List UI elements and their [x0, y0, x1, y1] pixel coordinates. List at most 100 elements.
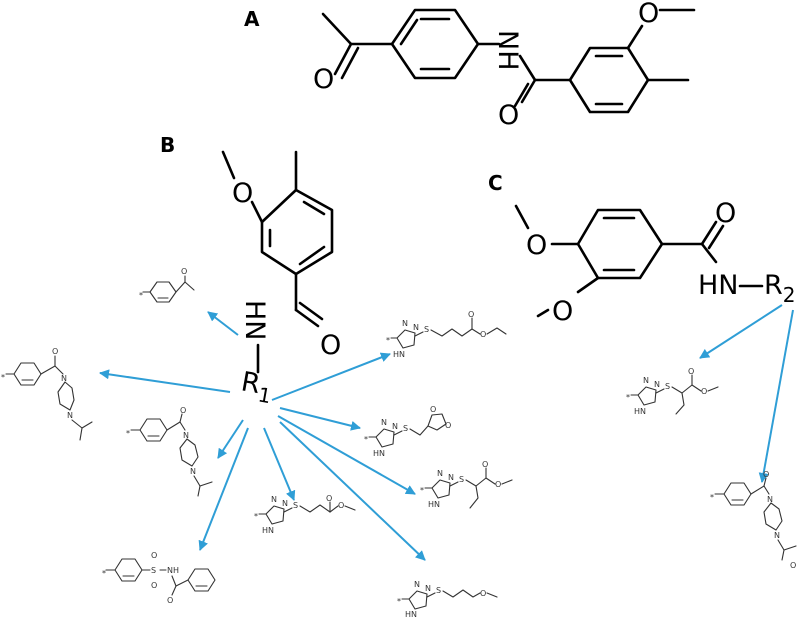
atom-n: N	[282, 499, 288, 508]
r2-symbol: R	[764, 270, 783, 301]
atom-s: S	[424, 325, 429, 334]
atom-o: O	[232, 178, 253, 209]
panel-c: C O O O HN R2 * N	[488, 171, 797, 570]
atom-o: O	[480, 330, 486, 339]
atom-s: S	[665, 382, 670, 391]
substituent-r2-triazole-butanoate: * N N HN S O O	[626, 367, 719, 416]
atom-o: O	[498, 100, 519, 131]
atom-hn: HN	[262, 526, 274, 535]
atom-o: O	[701, 387, 707, 396]
atom-o: O	[430, 405, 436, 414]
atom-o: O	[763, 470, 769, 479]
atom-n: N	[774, 531, 780, 540]
molecule-c-core-bonds	[514, 204, 764, 318]
atom-hn: HN	[393, 350, 405, 359]
attachment-point: *	[364, 435, 368, 444]
attachment-point: *	[397, 597, 401, 606]
substituent-r2-acetylpiperazine: * O N N O	[710, 470, 797, 570]
substituent-triazole-butanoate-b: * N N HN S O O	[420, 460, 513, 509]
r1-subscript: 1	[256, 382, 273, 408]
atom-n: N	[183, 431, 189, 440]
atom-nh: NH	[492, 30, 523, 71]
atom-o: O	[468, 310, 474, 319]
r1-label: R1	[238, 366, 275, 408]
atom-hn: HN	[239, 300, 270, 341]
atom-n: N	[413, 323, 419, 332]
atom-o: O	[445, 421, 451, 430]
atom-n: N	[767, 495, 773, 504]
r2-label: R2	[764, 270, 796, 307]
attachment-point: *	[254, 512, 258, 521]
atom-s: S	[403, 424, 408, 433]
atom-o: O	[320, 330, 341, 361]
atom-o: O	[495, 480, 501, 489]
atom-n: N	[402, 319, 408, 328]
panel-label-c: C	[488, 171, 503, 195]
atom-o: O	[338, 501, 344, 510]
atom-s: S	[459, 475, 464, 484]
atom-hn: HN	[634, 407, 646, 416]
atom-o: O	[715, 198, 736, 229]
atom-hn: HN	[698, 270, 739, 301]
atom-n: N	[414, 580, 420, 589]
atom-o: O	[151, 551, 157, 560]
attachment-point: *	[420, 486, 424, 495]
atom-hn: HN	[428, 500, 440, 509]
atom-n: N	[61, 374, 67, 383]
panel-label-b: B	[160, 133, 175, 157]
attachment-point: *	[139, 291, 143, 300]
substituent-triazole-ether: * N N HN S O	[397, 580, 498, 617]
substituent-triazole-dioxolane: * N N HN S O O	[364, 405, 451, 458]
substituent-sulfonamide: * S O O N H O	[102, 551, 216, 605]
substituent-triazole-propanoate: * N N HN S O O	[254, 494, 356, 535]
substituent-triazole-butanoate-ethyl: * N N HN S O O	[386, 310, 507, 359]
atom-n: N	[448, 473, 454, 482]
atom-n: N	[381, 418, 387, 427]
atom-s: S	[293, 501, 298, 510]
atom-o: O	[151, 581, 157, 590]
molecule-a-bonds	[321, 8, 696, 114]
atom-o: O	[688, 367, 694, 376]
panel-a: A O NH O	[244, 0, 696, 131]
r2-subscript: 2	[783, 283, 796, 307]
atom-o: O	[790, 561, 796, 570]
r1-symbol: R	[239, 366, 263, 400]
atom-o: O	[181, 267, 187, 276]
r2-arrows	[699, 304, 794, 483]
atom-h: H	[173, 566, 179, 575]
atom-s: S	[151, 566, 156, 575]
atom-n: N	[437, 469, 443, 478]
atom-s: S	[436, 586, 441, 595]
attachment-point: *	[710, 493, 714, 502]
atom-n: N	[190, 467, 196, 476]
attachment-point: *	[102, 569, 106, 578]
atom-o: O	[326, 494, 332, 503]
attachment-point: *	[386, 336, 390, 345]
atom-o: O	[167, 596, 173, 605]
molecule-b-core-bonds	[221, 150, 334, 374]
attachment-point: *	[1, 373, 5, 382]
panel-b: B O O HN R1	[1, 133, 513, 617]
atom-o: O	[52, 347, 58, 356]
atom-n: N	[67, 411, 73, 420]
atom-n: N	[654, 380, 660, 389]
atom-o: O	[638, 0, 659, 29]
panel-label-a: A	[244, 7, 260, 31]
r1-arrows	[99, 311, 426, 561]
atom-n: N	[167, 566, 173, 575]
attachment-point: *	[126, 429, 130, 438]
atom-n: N	[643, 376, 649, 385]
substituent-acetylpiperazine-b: * O N N	[126, 406, 213, 497]
atom-n: N	[392, 422, 398, 431]
atom-o: O	[313, 64, 334, 95]
atom-o: O	[180, 406, 186, 415]
atom-hn: HN	[373, 449, 385, 458]
atom-n: N	[425, 584, 431, 593]
substituent-isopropylpiperazine: * O N N	[1, 347, 93, 441]
atom-o: O	[552, 296, 573, 327]
atom-o: O	[482, 460, 488, 469]
substituent-acetylphenyl: * O	[139, 267, 195, 303]
atom-o: O	[480, 589, 486, 598]
attachment-point: *	[626, 393, 630, 402]
